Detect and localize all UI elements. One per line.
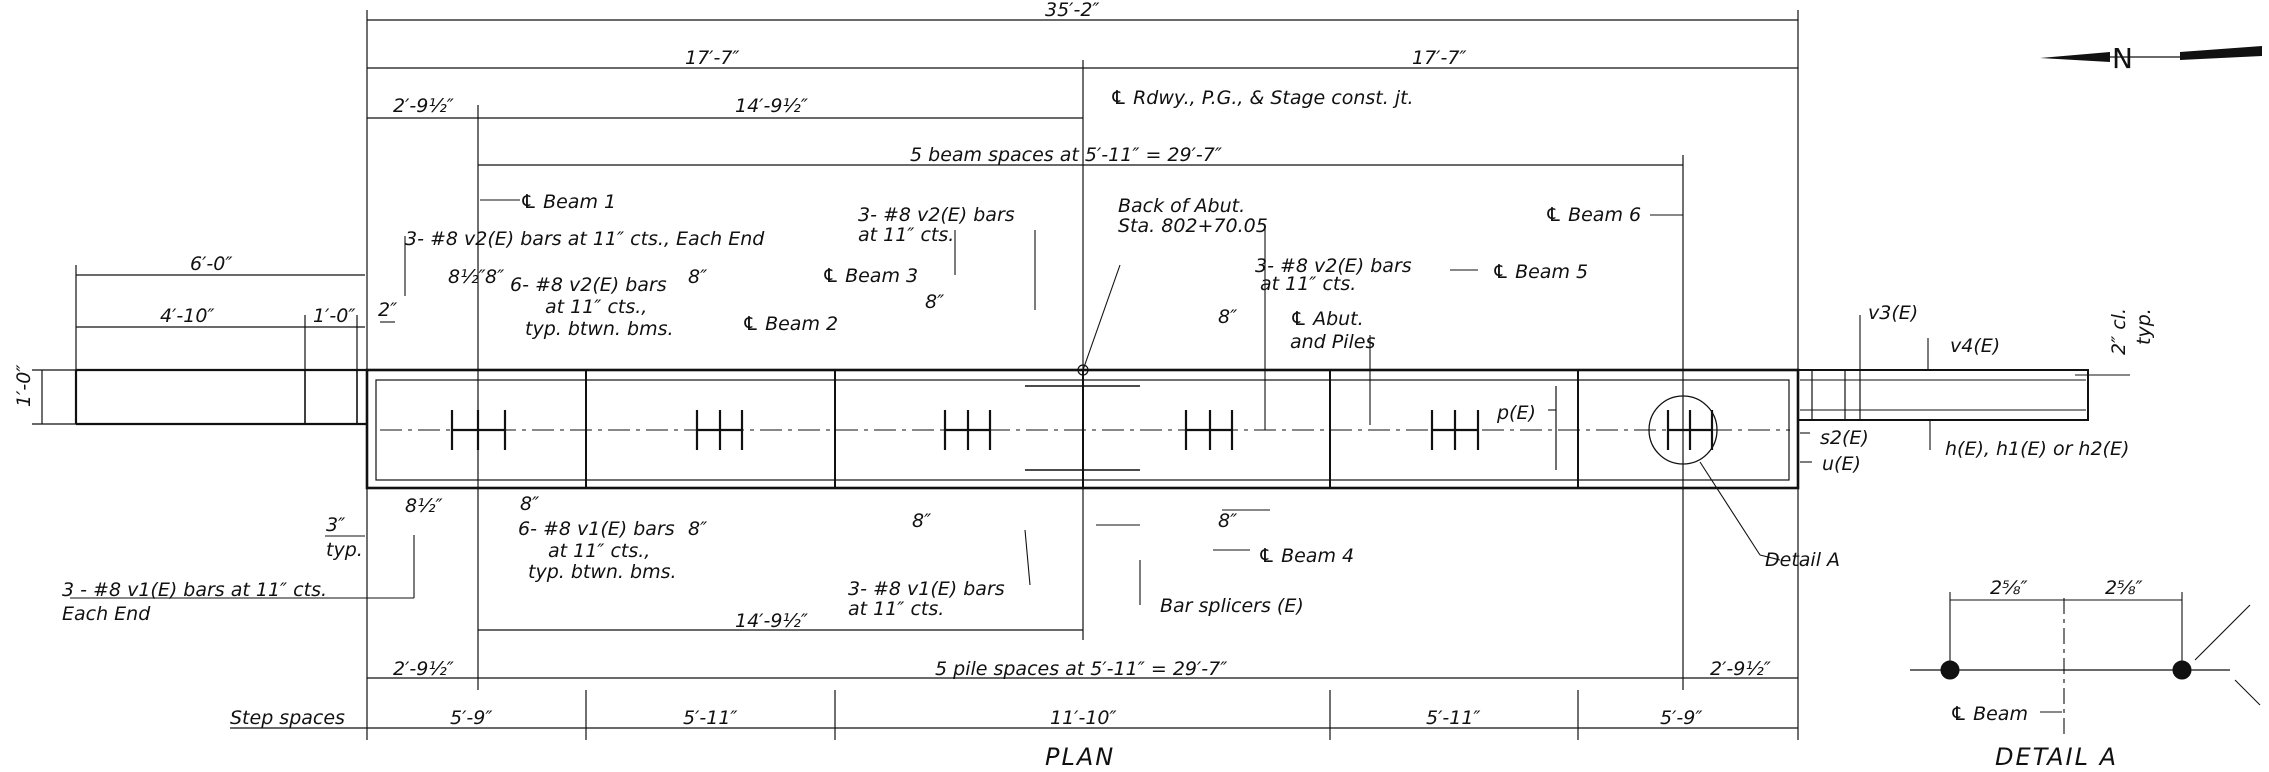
cl-beam6-label: ℄ Beam 6	[1545, 204, 1641, 226]
dim-8half: 8½″	[448, 266, 486, 288]
dim-8-g: 8″	[912, 510, 931, 532]
dim-1-0: 1′-0″	[313, 305, 355, 327]
half-left-dim: 17′-7″	[685, 47, 740, 69]
offset-left-bottom: 2′-9½″	[393, 658, 454, 680]
back-abut-line1: Back of Abut.	[1118, 195, 1245, 217]
typ3-line1: 3″	[326, 514, 345, 536]
span-to-cl-bottom: 14′-9½″	[735, 610, 808, 632]
detail-title: DETAIL A	[1995, 743, 2118, 771]
v2-typ-line3: typ. btwn. bms.	[525, 318, 674, 340]
cl-beam3-label: ℄ Beam 3	[822, 265, 918, 287]
bar-splicers-label: Bar splicers (E)	[1160, 595, 1304, 617]
step-3: 11′-10″	[1050, 707, 1117, 729]
bar-left-dot	[1940, 660, 1960, 680]
cl-beam4-label: ℄ Beam 4	[1258, 545, 1354, 567]
dim-1-0-vert: 1′-0″	[13, 365, 35, 407]
dimension-lines	[32, 10, 1799, 740]
dim-8half-b: 8½″	[405, 495, 443, 517]
v1-typ-line2: at 11″ cts.,	[548, 540, 650, 562]
p-e-label: p(E)	[1496, 402, 1536, 424]
v1-each-end-line2: Each End	[62, 603, 151, 625]
cl-beam5-label: ℄ Beam 5	[1492, 261, 1588, 283]
cl-rdwy-label: ℄ Rdwy., P.G., & Stage const. jt.	[1110, 87, 1414, 109]
clear-line2: typ.	[2133, 308, 2155, 345]
beam-spaces-label: 5 beam spaces at 5′-11″ = 29′-7″	[910, 144, 1222, 166]
leader-lines	[70, 199, 2130, 605]
half-right-dim: 17′-7″	[1412, 47, 1467, 69]
cl-beam2-label: ℄ Beam 2	[742, 313, 838, 335]
h-note-label: h(E), h1(E) or h2(E)	[1945, 438, 2129, 460]
dim-6-0: 6′-0″	[190, 253, 232, 275]
dim-8-d: 8″	[1218, 306, 1237, 328]
dim-8-h: 8″	[1218, 510, 1237, 532]
v2-3bars-line2: at 11″ cts.	[858, 224, 954, 246]
dim-8-b: 8″	[688, 266, 707, 288]
dim-4-10: 4′-10″	[160, 305, 215, 327]
v2-typ-line1: 6- #8 v2(E) bars	[510, 274, 667, 296]
dim-8-a: 8″	[485, 266, 504, 288]
v1-typ-line1: 6- #8 v1(E) bars	[518, 518, 675, 540]
plan-title: PLAN	[1045, 743, 1115, 771]
v1-3bars-line1: 3- #8 v1(E) bars	[848, 578, 1005, 600]
step-2: 5′-11″	[683, 707, 738, 729]
offset-right-bottom: 2′-9½″	[1710, 658, 1771, 680]
v1-typ-line3: typ. btwn. bms.	[528, 561, 677, 583]
v2-3bars-line1: 3- #8 v2(E) bars	[858, 204, 1015, 226]
back-abut-line2: Sta. 802+70.05	[1118, 215, 1268, 237]
v3-label: v3(E)	[1868, 302, 1918, 324]
overall-dim: 35′-2″	[1045, 0, 1100, 21]
v2-right-line2: at 11″ cts.	[1260, 273, 1356, 295]
v1-3bars-line2: at 11″ cts.	[848, 598, 944, 620]
span-to-cl: 14′-9½″	[735, 95, 808, 117]
north-label: N	[2112, 42, 2133, 75]
v2-right-line1: 3- #8 v2(E) bars	[1255, 255, 1412, 277]
dim-8-c: 8″	[925, 291, 944, 313]
north-arrow-icon	[2040, 46, 2262, 62]
step-1: 5′-9″	[450, 707, 492, 729]
bar-right-dot	[2172, 660, 2192, 680]
offset-left-top: 2′-9½″	[393, 95, 454, 117]
cl-abut-line2: and Piles	[1290, 331, 1375, 353]
detail-dim-right: 2⅝″	[2105, 577, 2143, 599]
step-4: 5′-11″	[1426, 707, 1481, 729]
detail-a-callout: Detail A	[1765, 549, 1840, 571]
v4-label: v4(E)	[1950, 335, 2000, 357]
dim-8-e: 8″	[520, 493, 539, 515]
u-e-label: u(E)	[1822, 453, 1861, 475]
dim-8-f: 8″	[688, 518, 707, 540]
typ3-line2: typ.	[326, 539, 363, 561]
labels: 35′-2″ 17′-7″ 17′-7″ 2′-9½″ 14′-9½″ ℄ Rd…	[13, 0, 2155, 771]
cl-beam1-label: ℄ Beam 1	[520, 191, 616, 213]
detail-dim-left: 2⅝″	[1990, 577, 2028, 599]
step-spaces-label: Step spaces	[230, 707, 345, 729]
v2-typ-line2: at 11″ cts.,	[545, 296, 647, 318]
s2-label: s2(E)	[1820, 427, 1869, 449]
step-5: 5′-9″	[1660, 707, 1702, 729]
pile-spaces-label: 5 pile spaces at 5′-11″ = 29′-7″	[935, 658, 1227, 680]
abutment-plan	[74, 364, 2089, 490]
v2-each-end-label: 3- #8 v2(E) bars at 11″ cts., Each End	[405, 228, 765, 250]
v1-each-end-line1: 3 - #8 v1(E) bars at 11″ cts.	[62, 579, 327, 601]
detail-a	[1910, 592, 2261, 735]
clear-line1: 2″ cl.	[2108, 308, 2130, 355]
cl-abut-line1: ℄ Abut.	[1290, 308, 1364, 330]
cl-beam-detail: ℄ Beam	[1950, 703, 2028, 725]
dim-2in: 2″	[378, 299, 397, 321]
